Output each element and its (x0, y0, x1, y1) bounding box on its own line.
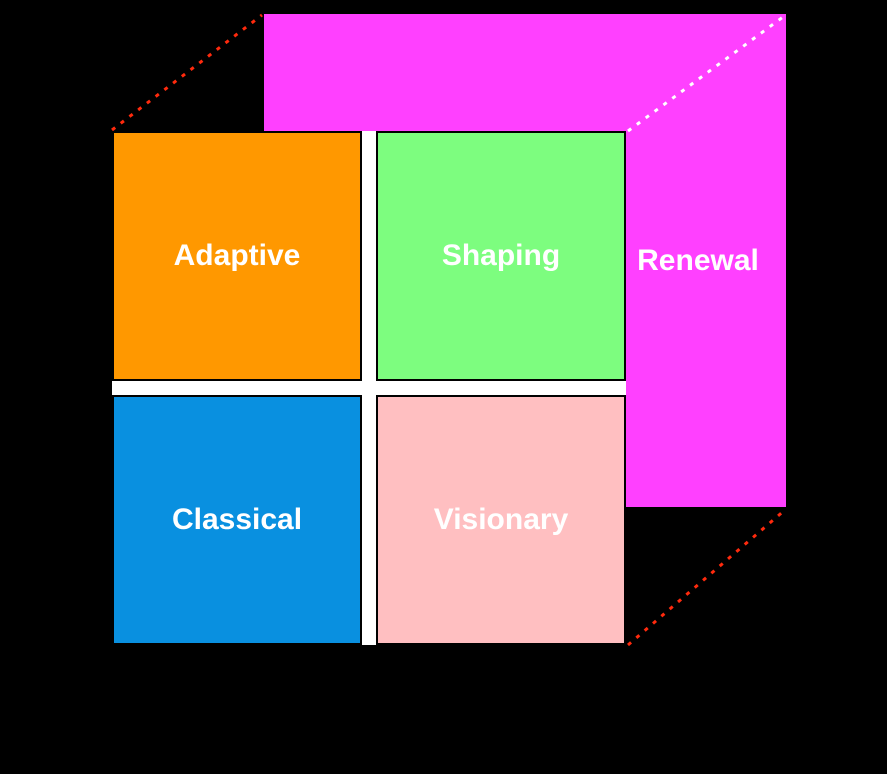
quadrant-adaptive: Adaptive (112, 131, 362, 381)
quadrant-classical: Classical (112, 395, 362, 645)
perspective-line-top-left (111, 13, 263, 132)
quadrant-grid: Adaptive Shaping Classical Visionary (112, 131, 626, 645)
quadrant-visionary-label: Visionary (433, 503, 569, 536)
perspective-line-bottom-right (627, 507, 787, 647)
quadrant-classical-label: Classical (171, 503, 303, 536)
quadrant-adaptive-label: Adaptive (173, 239, 301, 272)
quadrant-shaping: Shaping (376, 131, 626, 381)
quadrant-visionary: Visionary (376, 395, 626, 645)
quadrant-shaping-label: Shaping (441, 239, 561, 272)
renewal-label: Renewal (637, 243, 759, 277)
